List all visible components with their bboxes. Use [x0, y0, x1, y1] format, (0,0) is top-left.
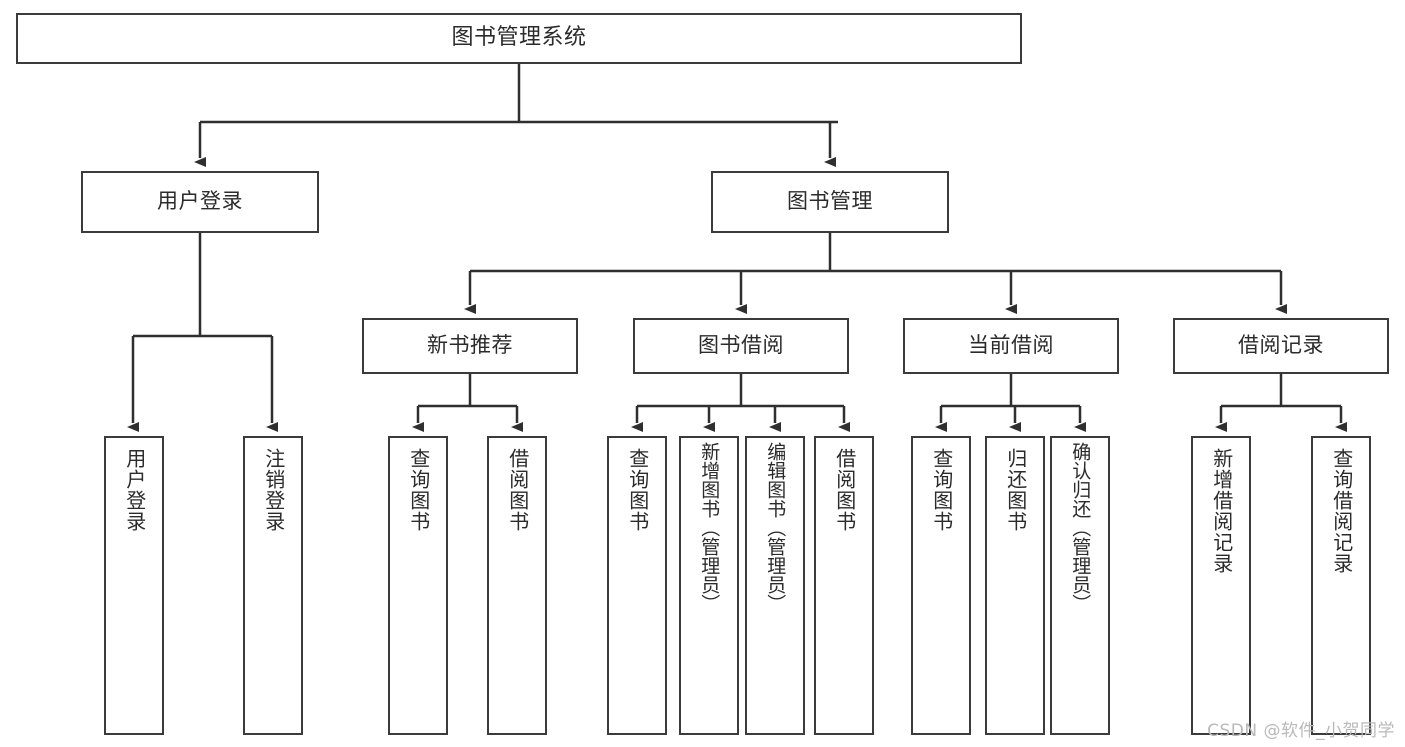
node-leaf-query-book-recommend[interactable]: 查询图书 [388, 436, 448, 735]
node-root[interactable]: 图书管理系统 [16, 13, 1022, 64]
node-current-borrow-label: 当前借阅 [968, 333, 1054, 358]
node-leaf-query-book-borrow-label: 查询图书 [625, 448, 650, 532]
node-book-management[interactable]: 图书管理 [711, 171, 949, 233]
node-leaf-add-book-admin[interactable]: 新增图书（管理员） [679, 436, 739, 735]
node-leaf-edit-book-admin[interactable]: 编辑图书（管理员） [745, 436, 805, 735]
node-new-book-recommend[interactable]: 新书推荐 [362, 318, 578, 374]
node-leaf-query-book-current-label: 查询图书 [929, 448, 954, 532]
node-leaf-query-book-current[interactable]: 查询图书 [911, 436, 971, 735]
node-book-borrow[interactable]: 图书借阅 [633, 318, 849, 374]
node-new-book-recommend-label: 新书推荐 [427, 333, 513, 358]
node-current-borrow[interactable]: 当前借阅 [903, 318, 1119, 374]
node-leaf-edit-book-admin-label: 编辑图书（管理员） [764, 442, 787, 613]
node-leaf-logout-login[interactable]: 注销登录 [243, 436, 303, 735]
node-leaf-borrow-book-label: 借阅图书 [832, 448, 857, 532]
node-leaf-add-borrow-record[interactable]: 新增借阅记录 [1191, 436, 1251, 735]
node-leaf-borrow-book-recommend[interactable]: 借阅图书 [487, 436, 547, 735]
node-book-management-label: 图书管理 [787, 189, 873, 214]
node-leaf-logout-login-label: 注销登录 [261, 448, 286, 532]
node-leaf-confirm-return-admin[interactable]: 确认归还（管理员） [1050, 436, 1110, 735]
node-user-login-label: 用户登录 [157, 189, 243, 214]
node-leaf-borrow-book-recommend-label: 借阅图书 [505, 448, 530, 532]
node-leaf-user-login[interactable]: 用户登录 [104, 436, 164, 735]
node-leaf-query-borrow-record[interactable]: 查询借阅记录 [1311, 436, 1371, 735]
node-borrow-record-label: 借阅记录 [1238, 333, 1324, 358]
node-root-label: 图书管理系统 [451, 25, 587, 51]
node-leaf-borrow-book[interactable]: 借阅图书 [814, 436, 874, 735]
node-leaf-return-book-label: 归还图书 [1003, 448, 1028, 532]
node-borrow-record[interactable]: 借阅记录 [1173, 318, 1389, 374]
node-book-borrow-label: 图书借阅 [698, 333, 784, 358]
node-leaf-add-book-admin-label: 新增图书（管理员） [698, 442, 721, 613]
node-leaf-user-login-label: 用户登录 [122, 448, 147, 532]
node-user-login[interactable]: 用户登录 [81, 171, 319, 233]
node-leaf-add-borrow-record-label: 新增借阅记录 [1209, 448, 1234, 574]
node-leaf-query-book-borrow[interactable]: 查询图书 [607, 436, 667, 735]
node-leaf-query-book-recommend-label: 查询图书 [406, 448, 431, 532]
node-leaf-confirm-return-admin-label: 确认归还（管理员） [1069, 442, 1092, 613]
csdn-watermark: CSDN @软件_小贺同学 [1207, 721, 1395, 741]
node-leaf-return-book[interactable]: 归还图书 [985, 436, 1045, 735]
node-leaf-query-borrow-record-label: 查询借阅记录 [1329, 448, 1354, 574]
